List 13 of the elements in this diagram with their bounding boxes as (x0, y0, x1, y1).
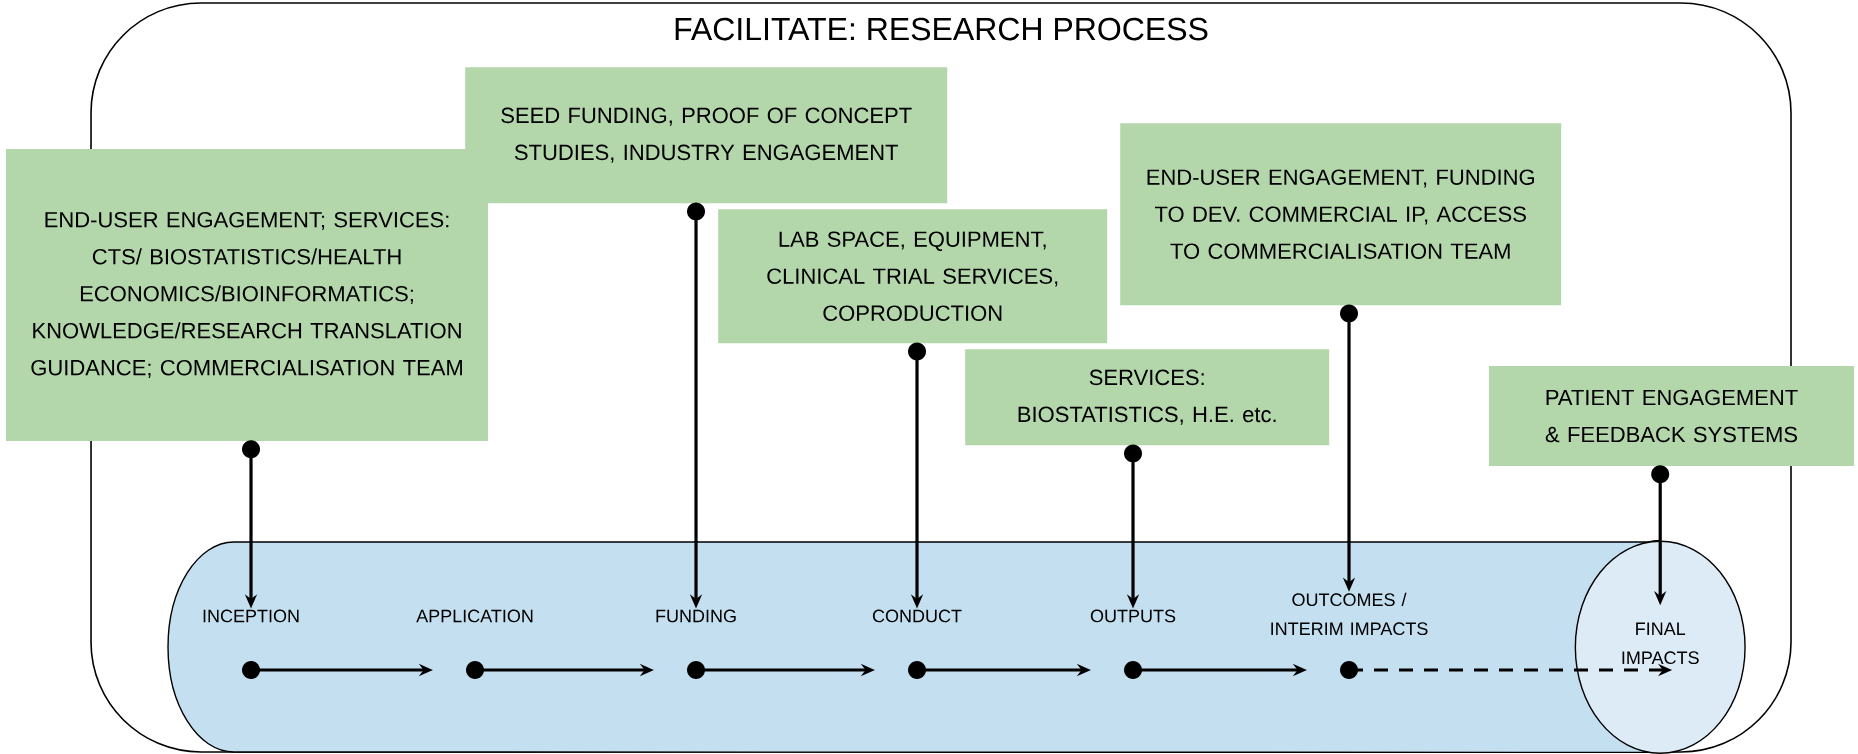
cylinder-end: FINAL IMPACTS (1574, 540, 1746, 754)
support-box: LAB SPACE, EQUIPMENT, CLINICAL TRIAL SERVICES, COPRODUCTION (718, 209, 1108, 344)
support-box: END-USER ENGAGEMENT, FUNDING TO DEV. COMMERCIAL IP, ACCESS TO COMMERCIALISATION TEAM (1120, 123, 1562, 306)
support-box: SEED FUNDING, PROOF OF CONCEPT STUDIES, INDUSTRY ENGAGEMENT (465, 67, 948, 204)
stage-label: OUTPUTS (1090, 609, 1176, 623)
stage-label: APPLICATION (416, 609, 533, 623)
stage-label: FUNDING (656, 609, 736, 623)
stage-label: INCEPTION (203, 609, 299, 623)
stage-label: OUTCOMES / INTERIM IMPACTS (1271, 592, 1428, 636)
support-box: PATIENT ENGAGEMENT & FEEDBACK SYSTEMS (1489, 366, 1854, 466)
stage-label: CONDUCT (872, 609, 962, 623)
support-box: END-USER ENGAGEMENT; SERVICES: CTS/ BIOSTATISTICS/HEALTH ECONOMICS/BIOINFORMATICS; KNOWLEDGE/RESEARCH TRANSLATION GUIDANCE; COMMERCIALISATION TEAM (6, 149, 488, 441)
support-box: SERVICES: BIOSTATISTICS, H.E. etc. (965, 349, 1330, 446)
